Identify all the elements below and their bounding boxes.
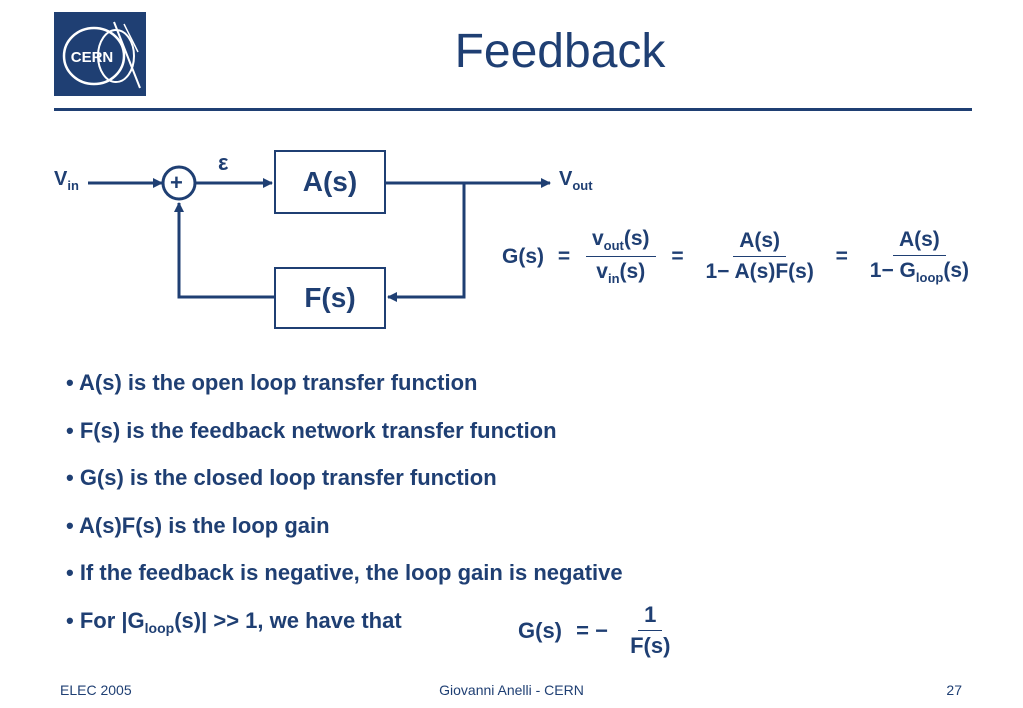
title-divider <box>54 108 972 111</box>
footer-page-number: 27 <box>946 682 962 698</box>
summing-junction <box>161 165 197 201</box>
bullet-item: • A(s)F(s) is the loop gain <box>66 512 330 538</box>
fraction-1-over-f: 1 F(s) <box>630 602 671 658</box>
bullet-item-last: • For |Gloop(s)| >> 1, we have that <box>66 607 402 636</box>
epsilon-label: ε <box>218 150 229 175</box>
vout-label: Vout <box>559 168 593 193</box>
approx-gain-equation: G(s) = − 1 F(s) <box>514 600 682 661</box>
vin-label: Vin <box>54 168 79 193</box>
feedback-takeoff-wire <box>387 183 466 302</box>
bullet-item: • A(s) is the open loop transfer functio… <box>66 370 478 395</box>
bullet-list: • A(s) is the open loop transfer functio… <box>66 366 966 651</box>
forward-block-a: A(s) <box>274 150 386 214</box>
bullet-item: • If the feedback is negative, the loop … <box>66 560 623 585</box>
closed-loop-gain-equation: G(s) = vout(s) vin(s) = A(s) 1− A(s)F(s)… <box>498 224 981 289</box>
cern-logo: CERN <box>54 12 146 96</box>
slide-title: Feedback <box>454 25 666 78</box>
footer-author: Giovanni Anelli - CERN <box>439 682 584 698</box>
bullet-item: • G(s) is the closed loop transfer funct… <box>66 465 497 490</box>
fraction-a-over-1-minus-gloop: A(s) 1− Gloop(s) <box>864 225 975 288</box>
feedback-return-wire <box>174 202 276 299</box>
fraction-vout-vin: vout(s) vin(s) <box>585 224 656 289</box>
fraction-a-over-1-minus-af: A(s) 1− A(s)F(s) <box>699 226 819 287</box>
bullet-item: • F(s) is the feedback network transfer … <box>66 417 557 443</box>
footer-course: ELEC 2005 <box>60 682 132 698</box>
svg-text:CERN: CERN <box>71 49 114 66</box>
feedback-block-f: F(s) <box>274 267 386 329</box>
summing-junction-sign: + <box>170 170 183 195</box>
cern-logo-graphic: CERN <box>54 12 146 96</box>
